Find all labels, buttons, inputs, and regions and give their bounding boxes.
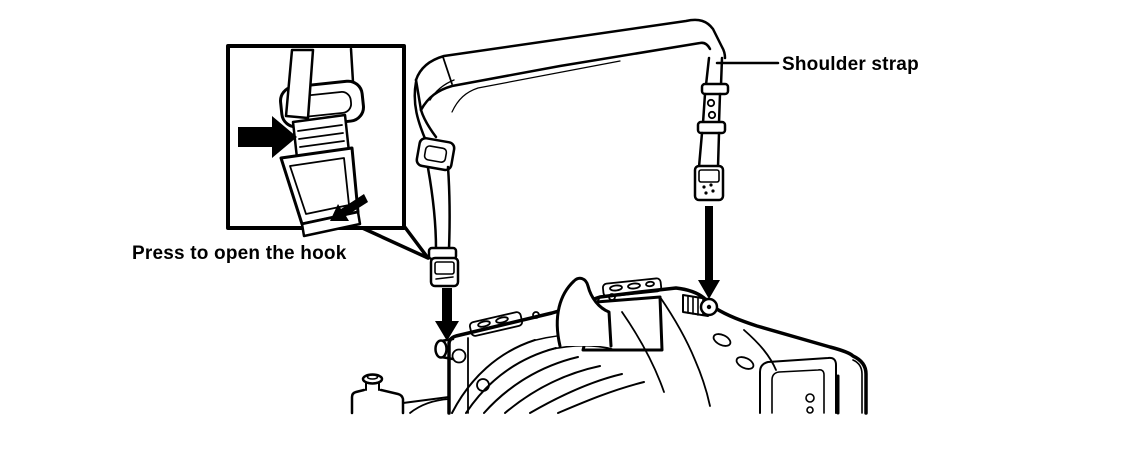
press-direction-arrow-icon (238, 116, 297, 158)
hook-open-direction-arrow-icon (330, 194, 368, 221)
shoulder-strap-drawing (413, 18, 730, 288)
camera-drawing (350, 276, 868, 415)
shoulder-strap-label: Shoulder strap (782, 54, 919, 75)
press-open-hook-label: Press to open the hook (132, 243, 347, 264)
front-strap-post (434, 337, 455, 361)
rear-strap-post (682, 294, 719, 317)
callout-tail (356, 224, 430, 260)
strap-rear-end (693, 56, 730, 202)
left-bracket (350, 373, 405, 415)
inset-callout (226, 44, 430, 260)
strap-front-end (413, 80, 460, 288)
rear-attach-arrow-icon (698, 206, 720, 299)
viewfinder-bracket (557, 278, 611, 346)
front-attach-arrow-icon (435, 288, 459, 341)
